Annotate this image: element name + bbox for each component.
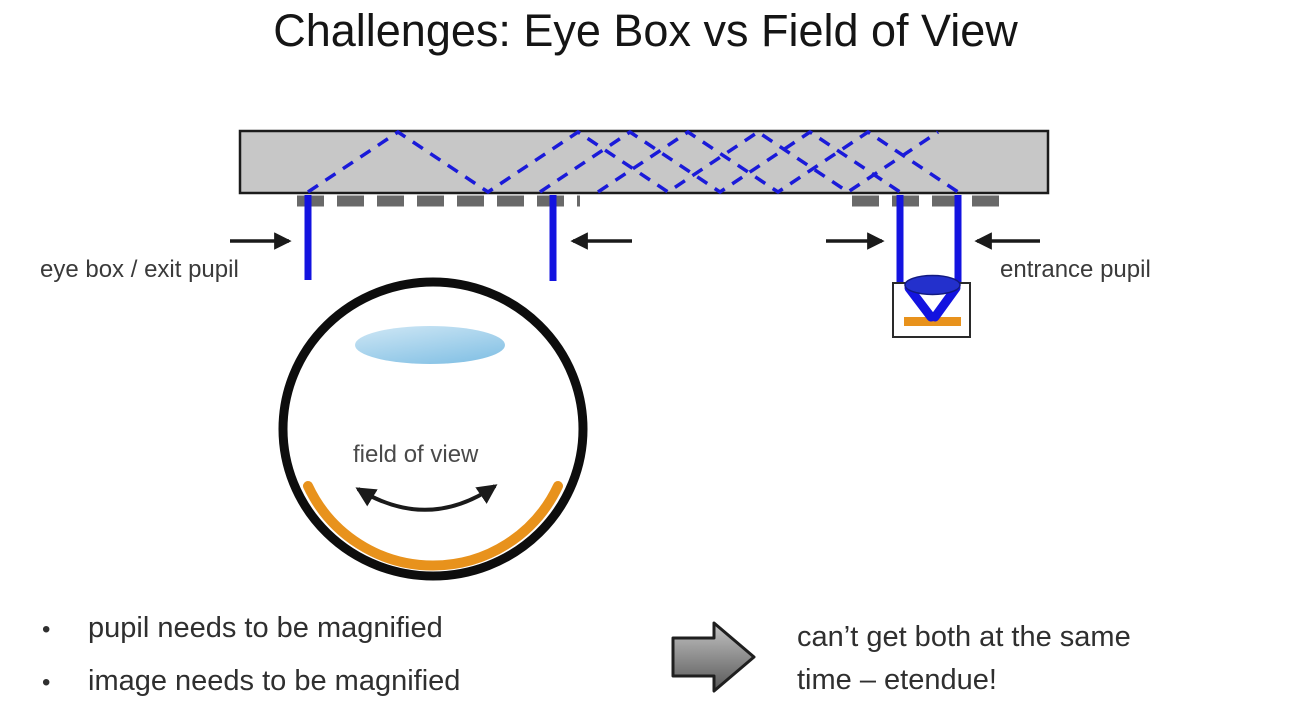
field-of-view-label: field of view (353, 441, 479, 468)
light-ray-b (539, 129, 901, 195)
list-item: • pupil needs to be magnified (42, 612, 460, 645)
projector-beam-cone (904, 283, 961, 322)
bullet-list: • pupil needs to be magnified • image ne… (42, 612, 460, 718)
conclusion-line-1: can’t get both at the same (797, 621, 1131, 653)
list-item: • image needs to be magnified (42, 665, 460, 698)
page-title: Challenges: Eye Box vs Field of View (273, 5, 1018, 56)
conclusion-text: can’t get both at the same time – etendu… (797, 616, 1131, 702)
conclusion-line-2: time – etendue! (797, 664, 997, 696)
eye-box-label: eye box / exit pupil (40, 256, 239, 283)
projector-lens (904, 274, 961, 296)
eye-lens (355, 326, 505, 364)
retina-arc (303, 481, 563, 571)
bullet-text: image needs to be magnified (88, 665, 461, 697)
entrance-pupil-label: entrance pupil (1000, 256, 1151, 283)
light-ray-a (307, 129, 939, 195)
bullet-marker: • (42, 616, 51, 643)
bullet-text: pupil needs to be magnified (88, 612, 443, 644)
bullet-marker: • (42, 669, 51, 696)
field-of-view-arc-arrow-icon (355, 484, 498, 512)
projector-display (904, 317, 961, 326)
implication-block-arrow-icon (671, 621, 756, 693)
light-ray-c (597, 129, 959, 195)
